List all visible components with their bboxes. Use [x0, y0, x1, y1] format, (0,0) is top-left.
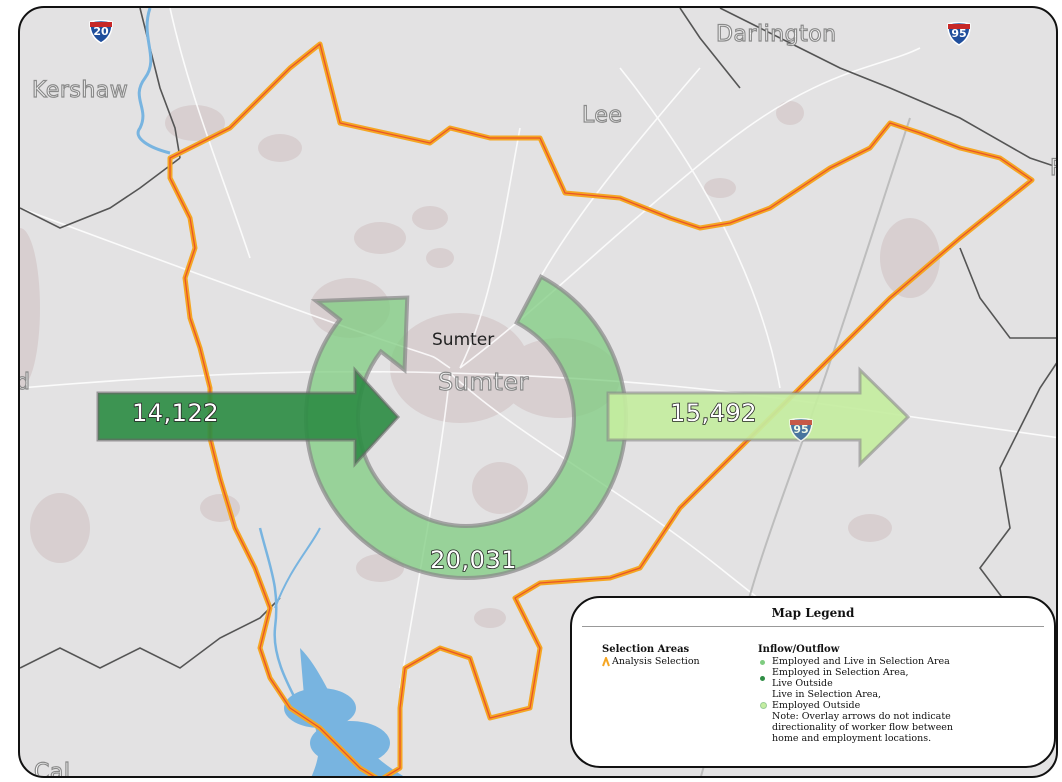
map-frame[interactable]: Kershaw Lee Darlington Sumter d F W Cal …: [18, 6, 1058, 778]
interstate-shield-95-top: 95: [946, 21, 972, 46]
legend-selection-heading: Selection Areas: [602, 644, 690, 655]
outflow-dot-icon: [760, 702, 767, 709]
legend-title: Map Legend: [771, 606, 855, 620]
place-label-lee: Lee: [581, 102, 623, 128]
interior-flow-ring: [304, 274, 628, 580]
interstate-shield-label: 95: [951, 27, 967, 40]
city-label-sumter: Sumter: [432, 330, 495, 350]
map-legend[interactable]: Map Legend Selection Areas Analysis Sele…: [570, 596, 1056, 768]
place-label-bottom-edge: Cal: [33, 759, 71, 778]
outflow-arrow[interactable]: [606, 366, 911, 468]
analysis-selection-boundary-inner: [169, 43, 1033, 776]
legend-flow-item-1: Employed and Live in Selection Area: [772, 656, 950, 667]
place-label-sumter-county: Sumter: [437, 367, 529, 396]
inflow-count: 14,122: [131, 398, 219, 428]
place-label-left-edge: d: [20, 369, 31, 395]
place-label-kershaw: Kershaw: [31, 77, 129, 103]
legend-flow-heading: Inflow/Outflow: [758, 644, 840, 655]
interstate-shield-20: 20: [88, 19, 114, 44]
inflow-arrow[interactable]: [96, 366, 401, 468]
place-label-right-edge-top: F: [1049, 155, 1056, 181]
selection-swatch-icon: [602, 657, 610, 667]
map-canvas[interactable]: [20, 8, 1058, 778]
place-label-darlington: Darlington: [715, 21, 837, 47]
interior-flow-dot-icon: [760, 660, 765, 665]
legend-divider: [582, 626, 1044, 627]
water: [136, 8, 404, 776]
legend-flow-item-2: Employed in Selection Area, Live Outside: [772, 667, 909, 689]
interstate-shield-label: 20: [93, 25, 109, 38]
outflow-count: 15,492: [669, 398, 757, 428]
interstate-shield-95-mid: 95: [788, 417, 814, 442]
interstate-shield-label: 95: [793, 423, 809, 436]
interstate-shield-icon: [789, 417, 813, 442]
legend-selection-item: Analysis Selection: [612, 656, 700, 667]
interior-count: 20,031: [429, 545, 517, 575]
legend-flow-item-3: Live in Selection Area, Employed Outside: [772, 689, 882, 711]
interstate-shield-icon: [947, 21, 971, 46]
legend-note: Note: Overlay arrows do not indicate dir…: [772, 711, 954, 744]
interstate-shield-icon: [89, 19, 113, 44]
inflow-dot-icon: [760, 676, 765, 681]
